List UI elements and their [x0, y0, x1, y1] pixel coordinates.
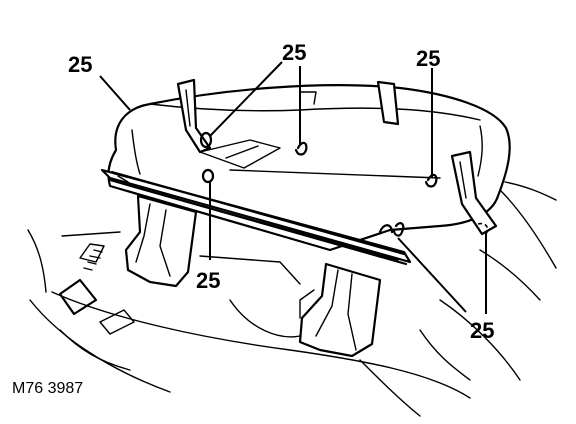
fixing-point-4 — [201, 168, 215, 184]
callout-label-c2: 25 — [282, 40, 306, 65]
floor-pan-detail — [58, 243, 135, 371]
seat-front-rail — [100, 168, 412, 266]
callout-label-c1: 25 — [68, 52, 92, 77]
leader-lines — [99, 61, 487, 314]
fixing-point-5 — [378, 222, 405, 237]
callout-label-c5: 25 — [470, 318, 494, 343]
callout-label-c3: 25 — [416, 46, 440, 71]
callout-label-c4: 25 — [196, 268, 220, 293]
fixing-point-2 — [294, 141, 308, 156]
figure-reference-code: M76 3987 — [12, 380, 83, 397]
seat-belt-straps — [176, 78, 498, 236]
fixing-point-1 — [199, 131, 213, 149]
seat-mount-legs — [124, 194, 382, 358]
